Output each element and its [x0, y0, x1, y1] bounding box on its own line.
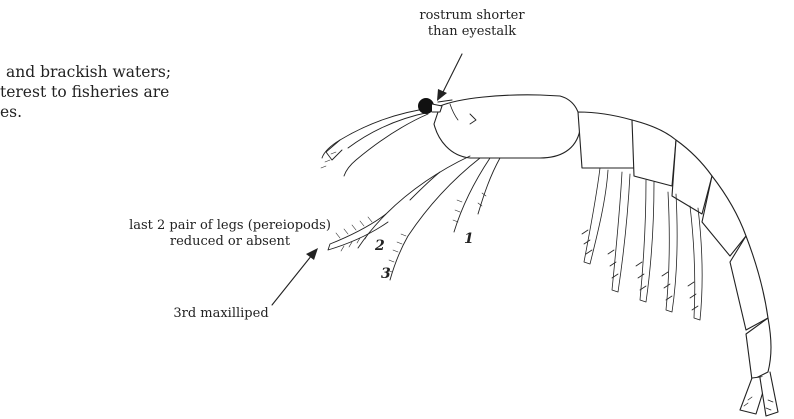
pereiopods	[328, 156, 500, 280]
antennae	[322, 108, 432, 176]
tail-fan	[740, 372, 778, 416]
rostrum-arrow	[437, 54, 462, 101]
abdomen	[578, 112, 771, 380]
carapace	[434, 95, 580, 158]
maxilliped-arrow	[272, 248, 318, 305]
